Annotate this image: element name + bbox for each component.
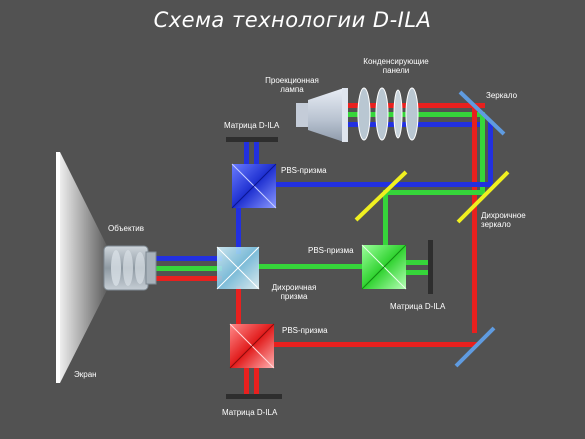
mirror-down-beams — [472, 103, 493, 333]
diagram-title: Схема технологии D-ILA — [153, 8, 432, 32]
matrix-bottom-label: Матрица D-ILA — [222, 408, 278, 417]
blue-beam-vertical — [236, 208, 241, 254]
pbs-prism-red — [229, 323, 275, 369]
objective-lens — [103, 245, 157, 291]
pbs-blue-label: PBS-призма — [281, 166, 327, 175]
pbs-green-label: PBS-призма — [308, 246, 354, 255]
matrix-top-label: Матрица D-ILA — [224, 121, 280, 130]
output-beams — [150, 256, 222, 281]
projection-lamp — [296, 88, 348, 142]
green-beam-branch — [383, 190, 485, 195]
matrix-bottom — [226, 394, 282, 399]
green-matrix-beam-b — [404, 270, 428, 275]
blue-matrix-beam-a — [244, 140, 249, 186]
dichroic-mirror-upper — [354, 170, 408, 222]
mirror-top-label: Зеркало — [486, 91, 518, 100]
projection-cone — [60, 152, 108, 383]
red-beam-vertical — [236, 286, 241, 326]
blue-beam-to-pbs — [270, 182, 492, 187]
pbs-prism-green — [361, 244, 407, 290]
green-beam-to-prism — [258, 264, 366, 269]
pbs-prism-blue — [231, 163, 277, 209]
bottom-mirror — [454, 326, 496, 368]
green-matrix-beam — [404, 260, 428, 265]
pbs-red-label: PBS-призма — [282, 326, 328, 335]
red-matrix-beam-a — [244, 368, 249, 394]
green-beam-down — [383, 190, 388, 250]
condenser-lenses — [357, 87, 419, 141]
red-matrix-beam-b — [254, 368, 259, 394]
dichroic-prism — [216, 246, 260, 290]
matrix-green-label: Матрица D-ILA — [390, 302, 446, 311]
matrix-top — [226, 137, 278, 142]
screen — [56, 152, 60, 383]
top-mirror — [458, 90, 506, 136]
matrix-green — [428, 240, 433, 294]
dichroic-mirror-lower — [456, 170, 510, 224]
screen-label: Экран — [74, 370, 97, 379]
lens-label: Объектив — [108, 224, 144, 233]
blue-matrix-beam-b — [254, 140, 259, 186]
red-beam-to-pbs — [272, 342, 477, 347]
